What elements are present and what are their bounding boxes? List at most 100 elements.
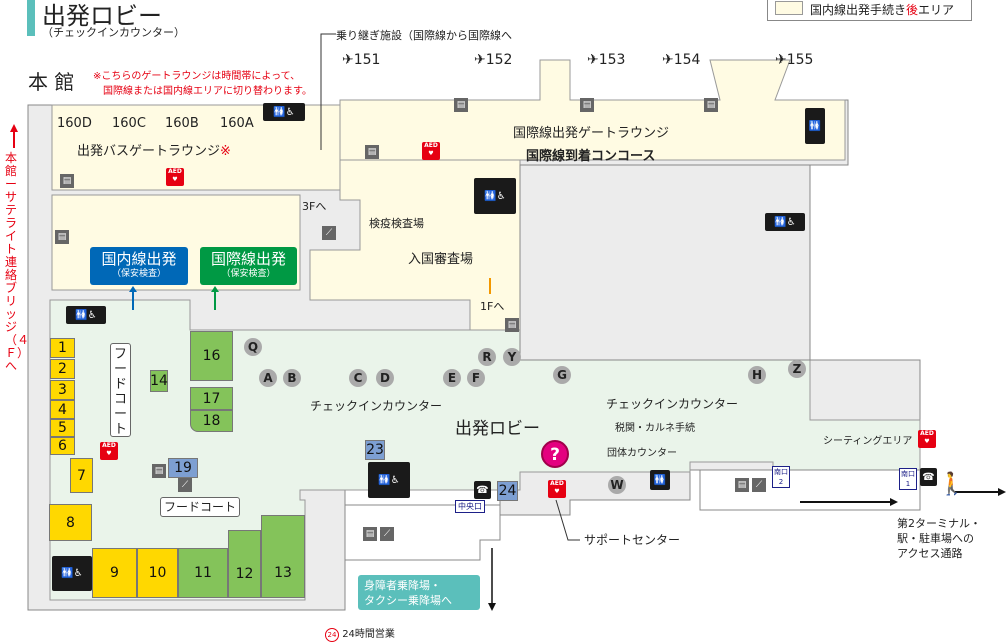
map-legend: 国内線出発手続き後エリア [767, 0, 972, 21]
shop-24[interactable]: 24 [497, 481, 518, 501]
intl-concourse-label: 国際線到着コンコース [526, 149, 656, 164]
counter-z: Z [788, 360, 806, 378]
elevator-icon: ▤ [365, 145, 379, 159]
aed-icon: AED♥ [422, 142, 440, 160]
counter-f: F [467, 369, 485, 387]
shop-11[interactable]: 11 [178, 548, 228, 598]
counter-a: A [259, 369, 277, 387]
shop-6[interactable]: 6 [50, 437, 75, 455]
taxi-accessible-dropoff-sign: 身障者乗降場・タクシー乗降場へ [358, 575, 480, 610]
bus-gate-160a: 160A [220, 116, 254, 131]
phone-icon: ☎ [474, 481, 491, 499]
shop-13[interactable]: 13 [261, 515, 305, 598]
restroom-icon: 🚻♿ [66, 306, 106, 324]
checkin-counter-label-left: チェックインカウンター [310, 399, 443, 413]
shop-10[interactable]: 10 [137, 548, 178, 598]
plane-icon: ✈ [587, 52, 599, 68]
departure-lobby-label: 出発ロビー [455, 419, 540, 439]
shop-16[interactable]: 16 [190, 331, 233, 381]
immigration-label: 入国審査場 [408, 252, 474, 267]
24-hours-icon: 24 [325, 628, 339, 642]
bus-gate-lounge-label: 出発バスゲートラウンジ※ [77, 144, 231, 159]
gate-151: ✈151 [342, 52, 381, 68]
elevator-icon: ▤ [505, 318, 519, 332]
central-exit-label: 中央口 [455, 500, 485, 513]
transfer-facility-label: 乗り継ぎ施設（国際線から国際線へ [336, 29, 512, 42]
customs-carnet-label: 税関・カルネ手続 [615, 423, 695, 434]
counter-g: G [553, 366, 571, 384]
gate-154: ✈154 [662, 52, 701, 68]
main-building-label: 本 館 [28, 70, 75, 94]
elevator-icon: ▤ [580, 98, 594, 112]
gate-lounge-note-2: 国際線または国内線エリアに切り替わります。 [103, 86, 312, 97]
elevator-icon: ▤ [363, 527, 377, 541]
counter-w: W [608, 476, 626, 494]
group-counter-label: 団体カウンター [607, 448, 677, 459]
counter-y: Y [503, 348, 521, 366]
shop-23[interactable]: 23 [365, 440, 385, 460]
shop-14[interactable]: 14 [150, 370, 168, 392]
access-route-label: 第2ターミナル・駅・駐車場へのアクセス通路 [897, 517, 981, 560]
aed-icon: AED♥ [918, 430, 936, 448]
page-subtitle: （チェックインカウンター） [42, 26, 185, 39]
shop-19[interactable]: 19 [168, 458, 198, 478]
shop-7[interactable]: 7 [70, 458, 93, 493]
international-security-checkpoint[interactable]: 国際線出発（保安検査） [200, 247, 297, 285]
escalator-icon: ⟋ [178, 478, 192, 492]
domestic-security-checkpoint[interactable]: 国内線出発（保安検査） [90, 247, 188, 285]
quarantine-label: 検疫検査場 [369, 217, 424, 230]
aed-icon: AED♥ [548, 480, 566, 498]
escalator-icon: ⟋ [322, 226, 336, 240]
shop-4[interactable]: 4 [50, 400, 75, 419]
elevator-icon: ▤ [454, 98, 468, 112]
legend-swatch [775, 1, 803, 15]
restroom-icon: 🚻♿ [52, 556, 92, 591]
shop-18[interactable]: 18 [190, 410, 233, 432]
legend-label: 国内線出発手続き後エリア [810, 3, 955, 17]
aed-icon: AED♥ [166, 168, 184, 186]
shop-17[interactable]: 17 [190, 387, 233, 410]
shop-1[interactable]: 1 [50, 338, 75, 358]
food-court-label-vertical: フードコート [110, 343, 131, 437]
gate-153: ✈153 [587, 52, 626, 68]
aed-icon: AED♥ [100, 442, 118, 460]
elevator-icon: ▤ [704, 98, 718, 112]
shop-5[interactable]: 5 [50, 419, 75, 437]
elevator-icon: ▤ [735, 478, 749, 492]
counter-d: D [376, 369, 394, 387]
counter-e: E [443, 369, 461, 387]
title-accent-bar [27, 0, 35, 36]
shop-3[interactable]: 3 [50, 380, 75, 400]
plane-icon: ✈ [775, 52, 787, 68]
bus-gate-160b: 160B [165, 116, 199, 131]
gate-lounge-note-1: ※こちらのゲートラウンジは時間帯によって、 [93, 71, 301, 82]
gate-152: ✈152 [474, 52, 513, 68]
information-icon[interactable]: ? [541, 440, 569, 468]
down-arrow-icon [489, 278, 491, 294]
counter-h: H [748, 366, 766, 384]
gate-155: ✈155 [775, 52, 814, 68]
checkin-counter-label-right: チェックインカウンター [606, 397, 739, 411]
bus-gate-160c: 160C [112, 116, 146, 131]
shop-12[interactable]: 12 [228, 530, 261, 598]
bus-gate-160d: 160D [57, 116, 92, 131]
intl-lounge-label: 国際線出発ゲートラウンジ [513, 126, 670, 141]
shop-9[interactable]: 9 [92, 548, 137, 598]
to-3f-label: 3Fへ [302, 200, 327, 213]
elevator-icon: ▤ [60, 174, 74, 188]
shop-8[interactable]: 8 [49, 504, 92, 541]
phone-icon: ☎ [920, 468, 937, 486]
restroom-icon: 🚻♿ [474, 178, 516, 214]
counter-r: R [478, 348, 496, 366]
shop-2[interactable]: 2 [50, 359, 75, 379]
escalator-icon: ⟋ [380, 527, 394, 541]
walking-person-icon: 🚶 [938, 472, 966, 497]
food-court-label: フードコート [160, 497, 240, 517]
counter-q: Q [244, 338, 262, 356]
restroom-icon: 🚻♿ [765, 213, 805, 231]
restroom-icon: 🚻♿ [368, 462, 410, 498]
counter-b: B [283, 369, 301, 387]
restroom-icon: 🚻 [650, 470, 670, 490]
